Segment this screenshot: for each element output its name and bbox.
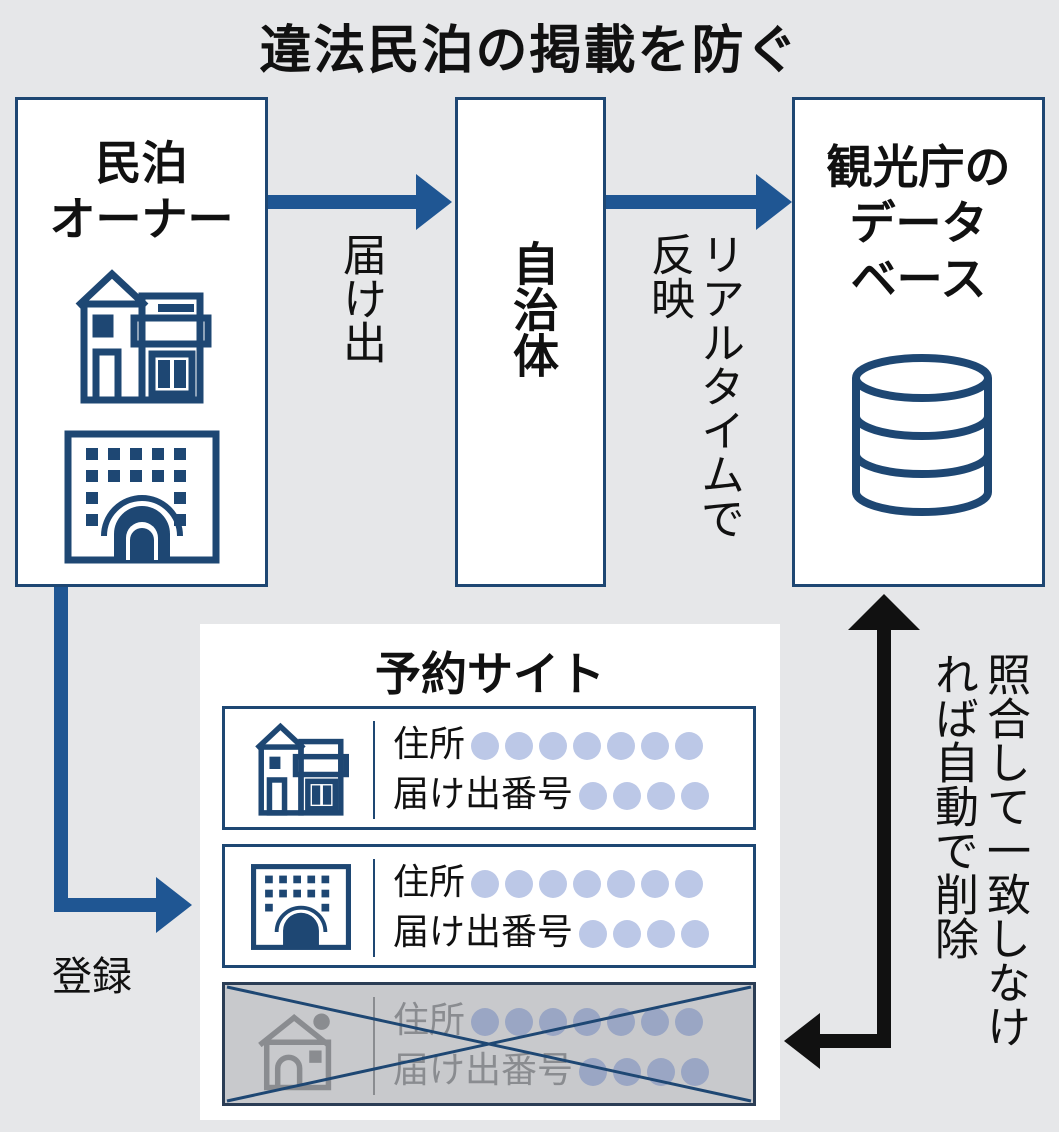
house-icon [255, 722, 349, 816]
house-icon [75, 269, 212, 404]
owner-label-line1: 民泊 [95, 136, 188, 190]
register-label: 登録 [52, 954, 132, 1000]
listing-number-row: 届け出番号 [393, 774, 710, 815]
hotel-icon [64, 430, 220, 564]
listing-divider [373, 997, 375, 1095]
agency-label-line3: ベース [850, 252, 987, 306]
booking-site-title: 予約サイト [375, 647, 605, 701]
number-label: 届け出番号 [393, 912, 574, 953]
delete-label-col2: れば自動で削除 [927, 652, 978, 960]
removed-listing-item: 住所 届け出番号 [222, 982, 756, 1106]
listing-item: 住所 届け出番号 [222, 844, 756, 968]
agency-box: 観光庁の データ ベース [792, 97, 1045, 587]
agency-label-line2: データ [849, 196, 988, 250]
submit-arrow [268, 174, 452, 230]
address-label: 住所 [393, 724, 466, 765]
municipality-box: 自治体 [455, 97, 606, 587]
owner-box: 民泊 オーナー [15, 97, 268, 587]
submit-label: 届け出 [335, 232, 386, 364]
diagram-title: 違法民泊の掲載を防ぐ [259, 21, 800, 81]
delete-label-col1: 照合して一致しなけ [979, 652, 1030, 1048]
register-arrow [54, 587, 192, 933]
realtime-label-col2: 反映 [643, 232, 694, 320]
booking-site-panel: 予約サイト 住所 届け出番号 [200, 624, 780, 1120]
listing-address-row: 住所 [393, 724, 704, 765]
address-label: 住所 [393, 862, 466, 903]
agency-label-line1: 観光庁の [826, 140, 1011, 194]
listing-address-row: 住所 [393, 862, 704, 903]
listing-number-row: 届け出番号 [393, 912, 710, 953]
verify-delete-arrow [784, 594, 920, 1069]
realtime-label-col1: リアルタイムで [693, 232, 744, 540]
number-label: 届け出番号 [393, 774, 574, 815]
listing-item: 住所 届け出番号 [222, 706, 756, 830]
database-icon [852, 354, 992, 516]
listing-divider [373, 721, 375, 819]
owner-label-line2: オーナー [49, 192, 234, 246]
address-label: 住所 [393, 1000, 466, 1041]
house-icon [258, 1013, 332, 1091]
hotel-icon [251, 864, 351, 950]
municipality-label: 自治体 [506, 240, 560, 378]
listing-divider [373, 859, 375, 957]
realtime-arrow [606, 174, 792, 230]
cross-mark-icon [226, 985, 752, 1103]
